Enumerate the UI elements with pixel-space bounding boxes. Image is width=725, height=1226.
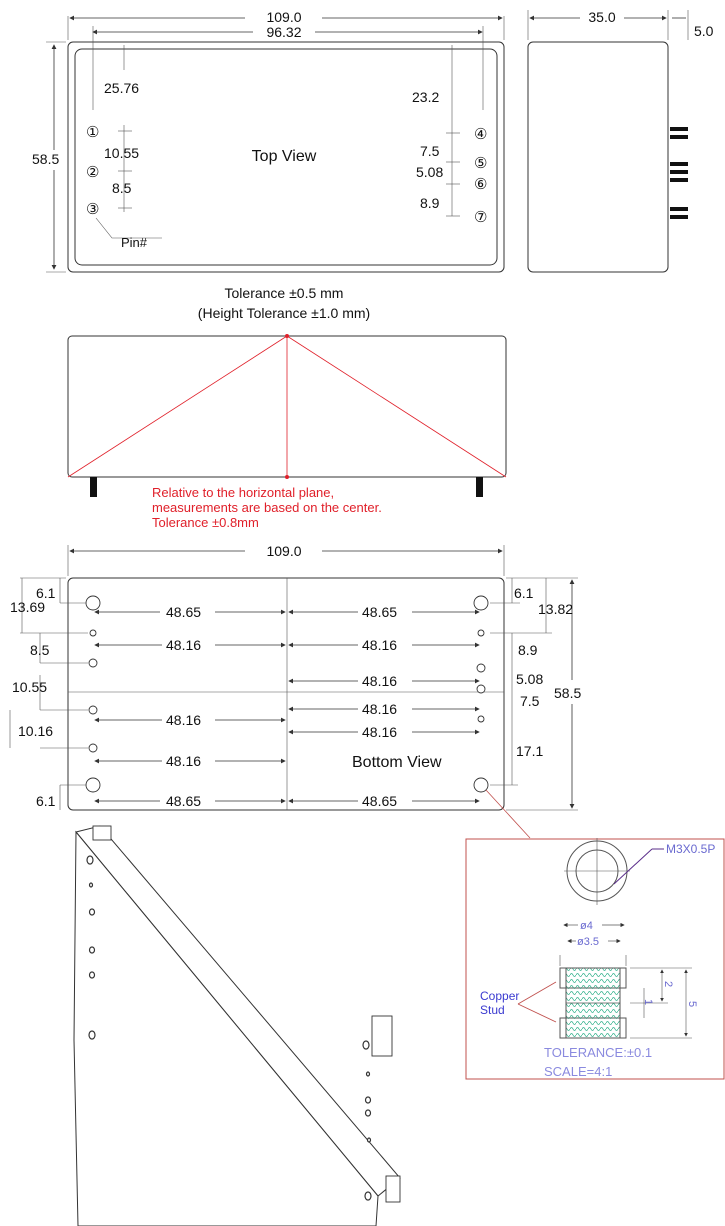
dim-48-65-top-right: 48.65 <box>362 604 397 620</box>
dim-7-5: 7.5 <box>520 693 540 709</box>
bottom-outline <box>67 577 505 811</box>
dim-17-1: 17.1 <box>516 743 543 759</box>
top-inner-outline <box>74 48 498 266</box>
copper-label-line-1: Copper <box>480 989 519 1003</box>
dim-6-1-left-bottom: 6.1 <box>36 793 56 809</box>
detail-tolerance: TOLERANCE:±0.1 <box>544 1045 652 1060</box>
top-width-label: 109.0 <box>266 9 301 25</box>
pin-2-marker: ② <box>86 164 99 181</box>
pin-6-marker: ⑥ <box>474 176 487 193</box>
dim-8-9: 8.9 <box>518 642 538 658</box>
tolerance-line-1: Tolerance ±0.5 mm <box>225 285 344 301</box>
dim-6-1-right: 6.1 <box>514 585 534 601</box>
dim-5-08: 5.08 <box>516 671 543 687</box>
dim-48-16-b: 48.16 <box>362 637 397 653</box>
dim-8-5: 8.5 <box>30 642 50 658</box>
pin4-offset-label: 23.2 <box>412 89 439 105</box>
dim-48-16-c: 48.16 <box>362 673 397 689</box>
isometric-view <box>73 825 401 1226</box>
top-inner-width-label: 96.32 <box>266 24 301 40</box>
bottom-horizontal-dims <box>94 609 480 804</box>
dim-48-16-a: 48.16 <box>166 637 201 653</box>
dim-10-16: 10.16 <box>18 723 53 739</box>
front-note-line-3: Tolerance ±0.8mm <box>152 515 259 530</box>
dim-48-16-f: 48.16 <box>362 724 397 740</box>
bottom-holes <box>85 595 489 793</box>
bottom-width-label: 109.0 <box>266 543 301 559</box>
top-height-label: 58.5 <box>32 151 59 167</box>
front-view: Relative to the horizontal plane, measur… <box>67 334 507 530</box>
pin1-offset-label: 25.76 <box>104 80 139 96</box>
pin12-spacing-label: 10.55 <box>104 145 139 161</box>
dim-13-82: 13.82 <box>538 601 573 617</box>
side-view: 35.0 5.0 <box>527 9 714 273</box>
dim-48-16-g: 48.16 <box>166 753 201 769</box>
front-note-line-1: Relative to the horizontal plane, <box>152 485 334 500</box>
pin-1-marker: ① <box>86 124 99 141</box>
height-1-label: 1 <box>642 999 654 1005</box>
pin45-spacing-label: 7.5 <box>420 143 440 159</box>
isometric-holes <box>86 855 372 1201</box>
dim-48-65-bottom-left: 48.65 <box>166 793 201 809</box>
height-5-label: 5 <box>686 1001 698 1007</box>
side-outline <box>527 41 669 273</box>
inner-diameter-label: ø3.5 <box>577 936 599 948</box>
pin-3-marker: ③ <box>86 201 99 218</box>
pin-4-marker: ④ <box>474 126 487 143</box>
pin67-spacing-label: 8.9 <box>420 195 440 211</box>
front-note-line-2: measurements are based on the center. <box>152 500 382 515</box>
pin23-spacing-label: 8.5 <box>112 180 132 196</box>
pin-label: Pin# <box>121 235 148 250</box>
bottom-view: 109.0 <box>9 543 581 839</box>
outer-diameter-label: ø4 <box>580 920 593 932</box>
pin-7-marker: ⑦ <box>474 209 487 226</box>
dim-48-16-e: 48.16 <box>166 712 201 728</box>
height-2-label: 2 <box>662 981 674 987</box>
side-pins <box>670 127 688 219</box>
tolerance-line-2: (Height Tolerance ±1.0 mm) <box>198 305 370 321</box>
thread-label: M3X0.5P <box>666 842 715 856</box>
dim-6-1-left-top: 6.1 <box>36 585 56 601</box>
top-view: 109.0 96.32 58.5 25.76 10.55 8.5 ① ② ③ P… <box>32 9 505 273</box>
dim-10-55: 10.55 <box>12 679 47 695</box>
pin56-spacing-label: 5.08 <box>416 164 443 180</box>
top-view-title: Top View <box>252 148 317 165</box>
dim-48-65-top-left: 48.65 <box>166 604 201 620</box>
bottom-view-title: Bottom View <box>352 754 442 771</box>
dim-13-69: 13.69 <box>10 599 45 615</box>
pin-5-marker: ⑤ <box>474 155 487 172</box>
side-pin-length-label: 5.0 <box>694 23 714 39</box>
detail-scale: SCALE=4:1 <box>544 1064 612 1079</box>
side-depth-label: 35.0 <box>588 9 615 25</box>
copper-stud-detail: M3X0.5P ø4 ø3.5 2 1 5 Copper Stud TOLERA… <box>465 838 725 1080</box>
dim-48-16-d: 48.16 <box>362 701 397 717</box>
bottom-height-label: 58.5 <box>554 685 581 701</box>
dim-48-65-bottom-right: 48.65 <box>362 793 397 809</box>
copper-label-line-2: Stud <box>480 1003 505 1017</box>
